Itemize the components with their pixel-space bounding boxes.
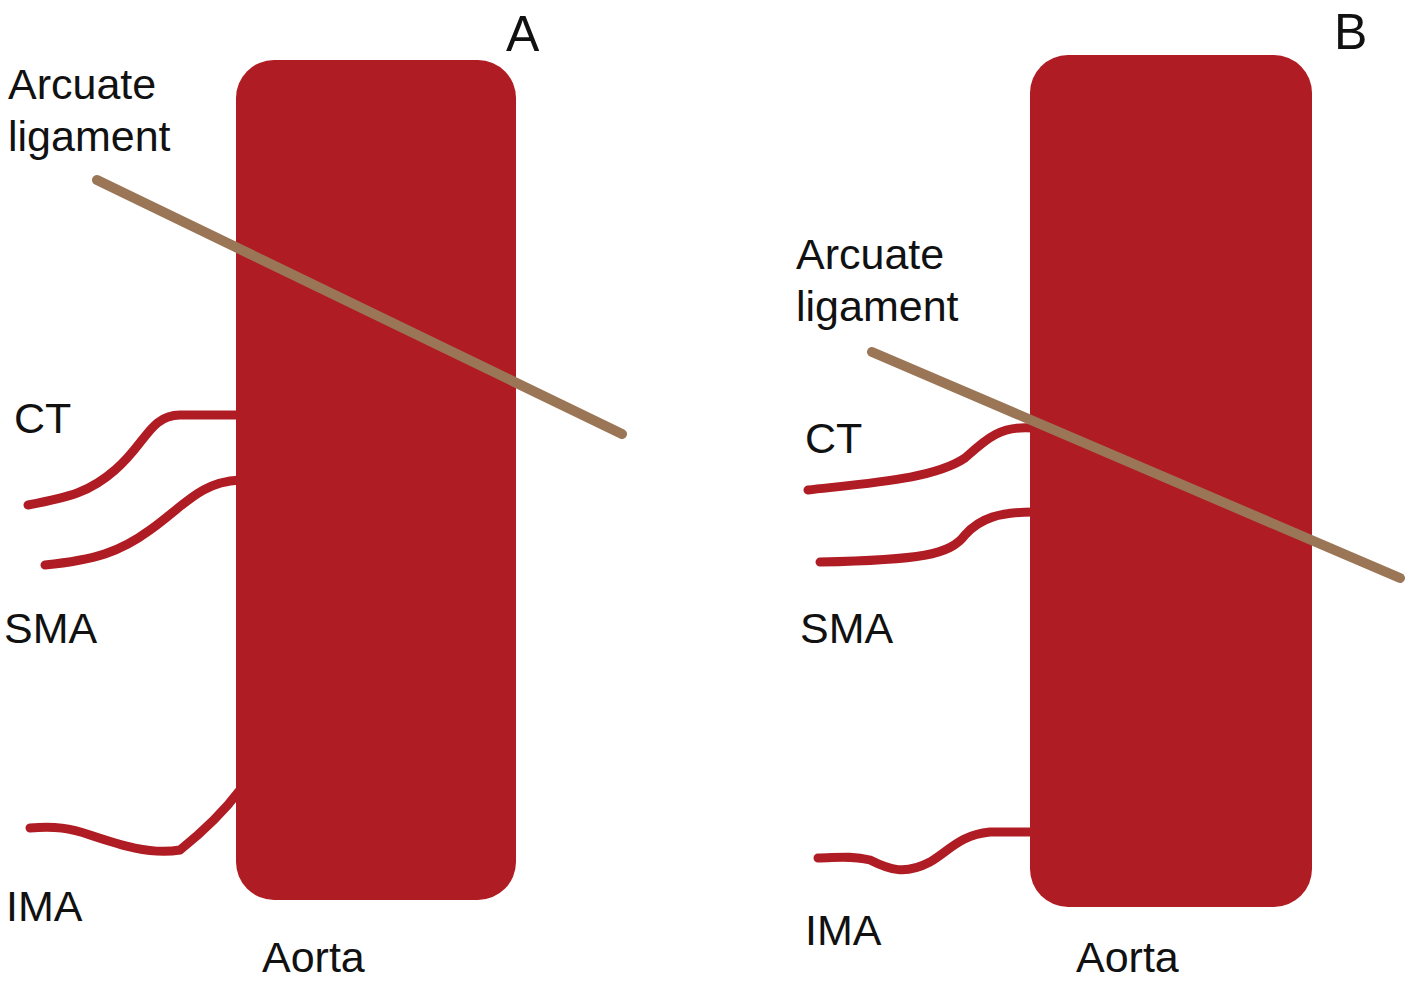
panel-letter: A: [506, 4, 539, 65]
vessel-label: SMA: [4, 602, 97, 654]
structure-label: Aorta: [262, 931, 365, 983]
vessel-label: CT: [805, 412, 862, 464]
ima-vessel: [818, 832, 1033, 870]
aorta-shape: [236, 60, 516, 900]
arcuate-ligament-band: [872, 352, 1400, 578]
vessel-label: SMA: [800, 602, 893, 654]
vessel-label: CT: [14, 392, 71, 444]
sma-vessel: [820, 512, 1033, 562]
vessel-label: IMA: [805, 904, 881, 956]
arcuate-ligament-band: [97, 180, 622, 434]
panel-letter: B: [1334, 2, 1367, 63]
structure-label: Aorta: [1076, 931, 1179, 983]
structure-label: Arcuate ligament: [796, 228, 996, 333]
ima-vessel: [30, 790, 240, 851]
structure-label: Arcuate ligament: [8, 58, 208, 163]
sma-vessel: [45, 480, 240, 565]
vessel-label: IMA: [6, 880, 82, 932]
